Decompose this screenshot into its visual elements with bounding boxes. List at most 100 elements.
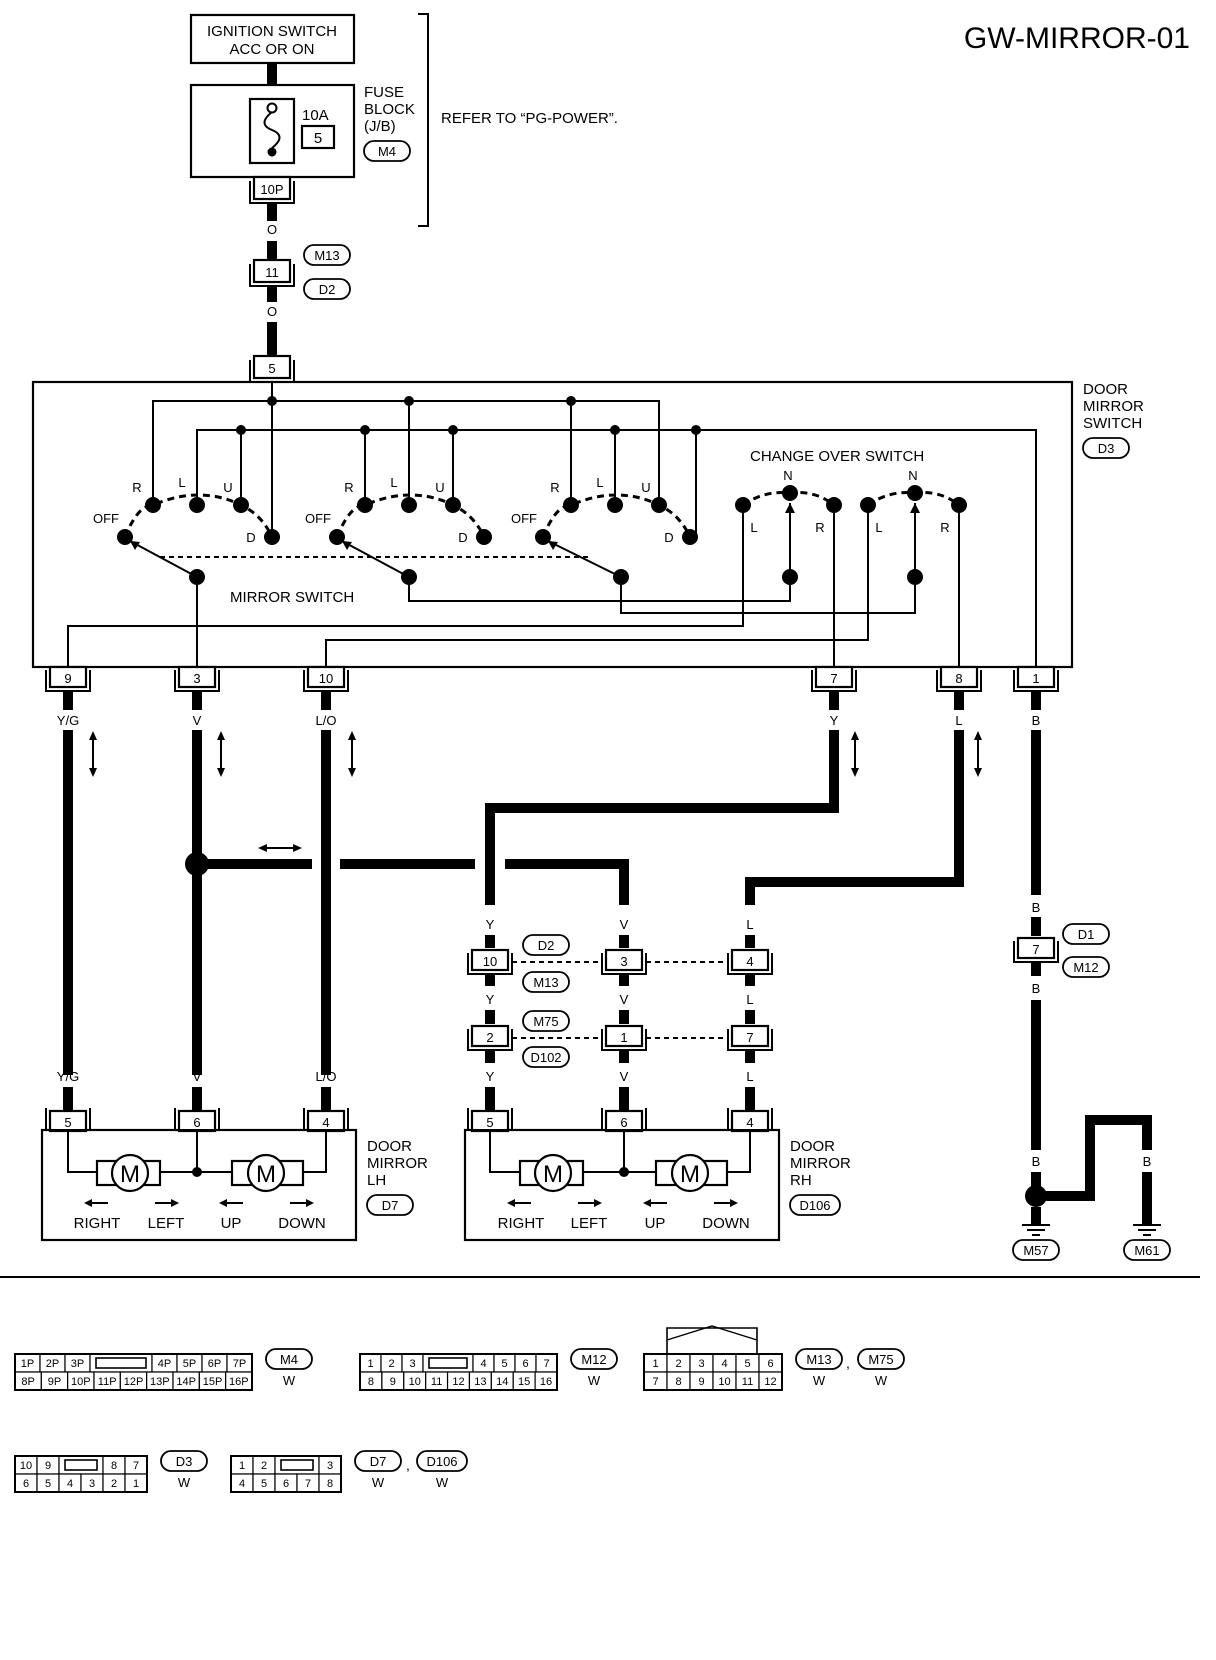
wl-b-3: B [1032, 981, 1041, 996]
fuse-block-label-2: BLOCK [364, 101, 415, 118]
rh-dir-right: RIGHT [498, 1215, 545, 1232]
fuse-block-label-3: (J/B) [364, 118, 396, 135]
ignition-label-2: ACC OR ON [229, 41, 314, 58]
cos-l-2: L [875, 520, 882, 535]
wl-b-4: B [1032, 1154, 1041, 1169]
switch-connector: D3 [1098, 441, 1115, 456]
d7-view-sep: , [406, 1457, 410, 1473]
ignition-switch-box [189, 13, 356, 65]
fuse-terminal-bottom [267, 147, 277, 157]
switch-internal-wiring [67, 382, 1037, 667]
d7-view-pin: 2 [261, 1460, 267, 1472]
m12-view-pin: 2 [388, 1358, 394, 1370]
lh-label-2: MIRROR [367, 1155, 428, 1172]
pin-7: 7 [830, 671, 837, 686]
d3-view-outline [14, 1455, 148, 1493]
m13-view-pin: 9 [698, 1376, 704, 1388]
pos-l-2: L [390, 475, 397, 490]
m12-view-pin: 15 [518, 1376, 530, 1388]
ground-circuit: B 7 D1 M12 B B B B M57 M61 [1012, 900, 1171, 1261]
ground-m61: M61 [1134, 1243, 1159, 1258]
m12-view-label-oval [570, 1348, 618, 1370]
m13-hood [666, 1327, 758, 1354]
d3-view-pin: 5 [45, 1478, 51, 1490]
pos-d-3: D [664, 530, 673, 545]
rh-pin-6: 6 [620, 1115, 627, 1130]
m4-view-pin: 11P [98, 1376, 117, 1388]
pin-8: 8 [955, 671, 962, 686]
lh-label-1: DOOR [367, 1138, 412, 1155]
pos-r-1: R [132, 480, 141, 495]
d3-view-latch [64, 1459, 98, 1471]
refer-bracket [418, 13, 429, 227]
m4-view-pin: 7P [233, 1358, 246, 1370]
d3-view-label-oval [160, 1450, 208, 1472]
d3-view-pin: 6 [23, 1478, 29, 1490]
m12-view-pin: 4 [480, 1358, 486, 1370]
fuse-number-box [300, 124, 336, 150]
m4-view-latch [95, 1357, 147, 1369]
wl-y-1: Y [830, 713, 839, 728]
d7-view-latch [280, 1459, 314, 1471]
m13-view-pin: 10 [718, 1376, 730, 1388]
m13-label: M13 [314, 248, 339, 263]
m4-view-color: W [283, 1373, 296, 1388]
lh-dir-up: UP [221, 1215, 242, 1232]
m13-view-pin: 1 [652, 1358, 658, 1370]
m13-view-pin: 7 [652, 1376, 658, 1388]
m13-hood-peak [666, 1325, 758, 1341]
d3-view-label: D3 [176, 1454, 193, 1469]
jc1-pin-10: 10 [483, 954, 497, 969]
wl-b-5: B [1086, 1154, 1095, 1169]
wl-b-2: B [1032, 900, 1041, 915]
cos-n-2: N [908, 468, 917, 483]
pin-3: 3 [193, 671, 200, 686]
d2-label: D2 [319, 282, 336, 297]
rh-dir-down: DOWN [702, 1215, 750, 1232]
wire-o-label-2: O [267, 304, 277, 319]
jc1-label-m13: M13 [533, 975, 558, 990]
m12-view-color: W [588, 1373, 601, 1388]
jc2-label-d102: D102 [530, 1050, 561, 1065]
jc1-label-d2: D2 [538, 938, 555, 953]
signal-direction-arrows [89, 731, 982, 852]
d7-view-pin: 4 [239, 1478, 245, 1490]
d7-view-color: W [372, 1475, 385, 1490]
m13-view-pin: 6 [767, 1358, 773, 1370]
m13-view-pin: 12 [764, 1376, 776, 1388]
m4-view-pin: 3P [71, 1358, 84, 1370]
m12-view-pin: 6 [522, 1358, 528, 1370]
fuse-number: 5 [314, 130, 322, 147]
lh-pin-4: 4 [322, 1115, 329, 1130]
m12-view-pin: 11 [431, 1376, 442, 1388]
m75-view-label-oval [857, 1348, 905, 1370]
m12-label: M12 [1073, 960, 1098, 975]
jc2-pin-2: 2 [486, 1030, 493, 1045]
wl-yg-1: Y/G [57, 713, 79, 728]
wl-lo-1: L/O [316, 713, 337, 728]
wl-y-3: Y [486, 992, 495, 1007]
wire-labels-lh-lower: Y/G V L/O [57, 1069, 336, 1110]
fuse-block-connector: M4 [378, 144, 396, 159]
m12-view-pin: 10 [409, 1376, 421, 1388]
wire-labels-upper: Y/G V L/O Y L B [57, 713, 1041, 728]
fuse-terminal-top [266, 102, 278, 114]
m13-view-pin: 3 [698, 1358, 704, 1370]
d7-view-pin: 6 [283, 1478, 289, 1490]
fuse-block-connector-oval [363, 140, 411, 162]
pos-u-1: U [223, 480, 232, 495]
ignition-label-1: IGNITION SWITCH [207, 23, 337, 40]
rh-connector: D106 [799, 1198, 830, 1213]
m4-view-pin: 10P [71, 1376, 91, 1388]
pos-u-2: U [435, 480, 444, 495]
d3-view-pin: 4 [67, 1478, 73, 1490]
wl-yg-2: Y/G [57, 1069, 79, 1084]
m12-view-latch [428, 1357, 468, 1369]
m13-view-outline [643, 1353, 783, 1391]
mirror-switch-label: MIRROR SWITCH [230, 589, 354, 606]
pos-d-2: D [458, 530, 467, 545]
wl-l-1: L [955, 713, 962, 728]
lh-connector: D7 [382, 1198, 399, 1213]
fuse-amp: 10A [302, 107, 329, 124]
